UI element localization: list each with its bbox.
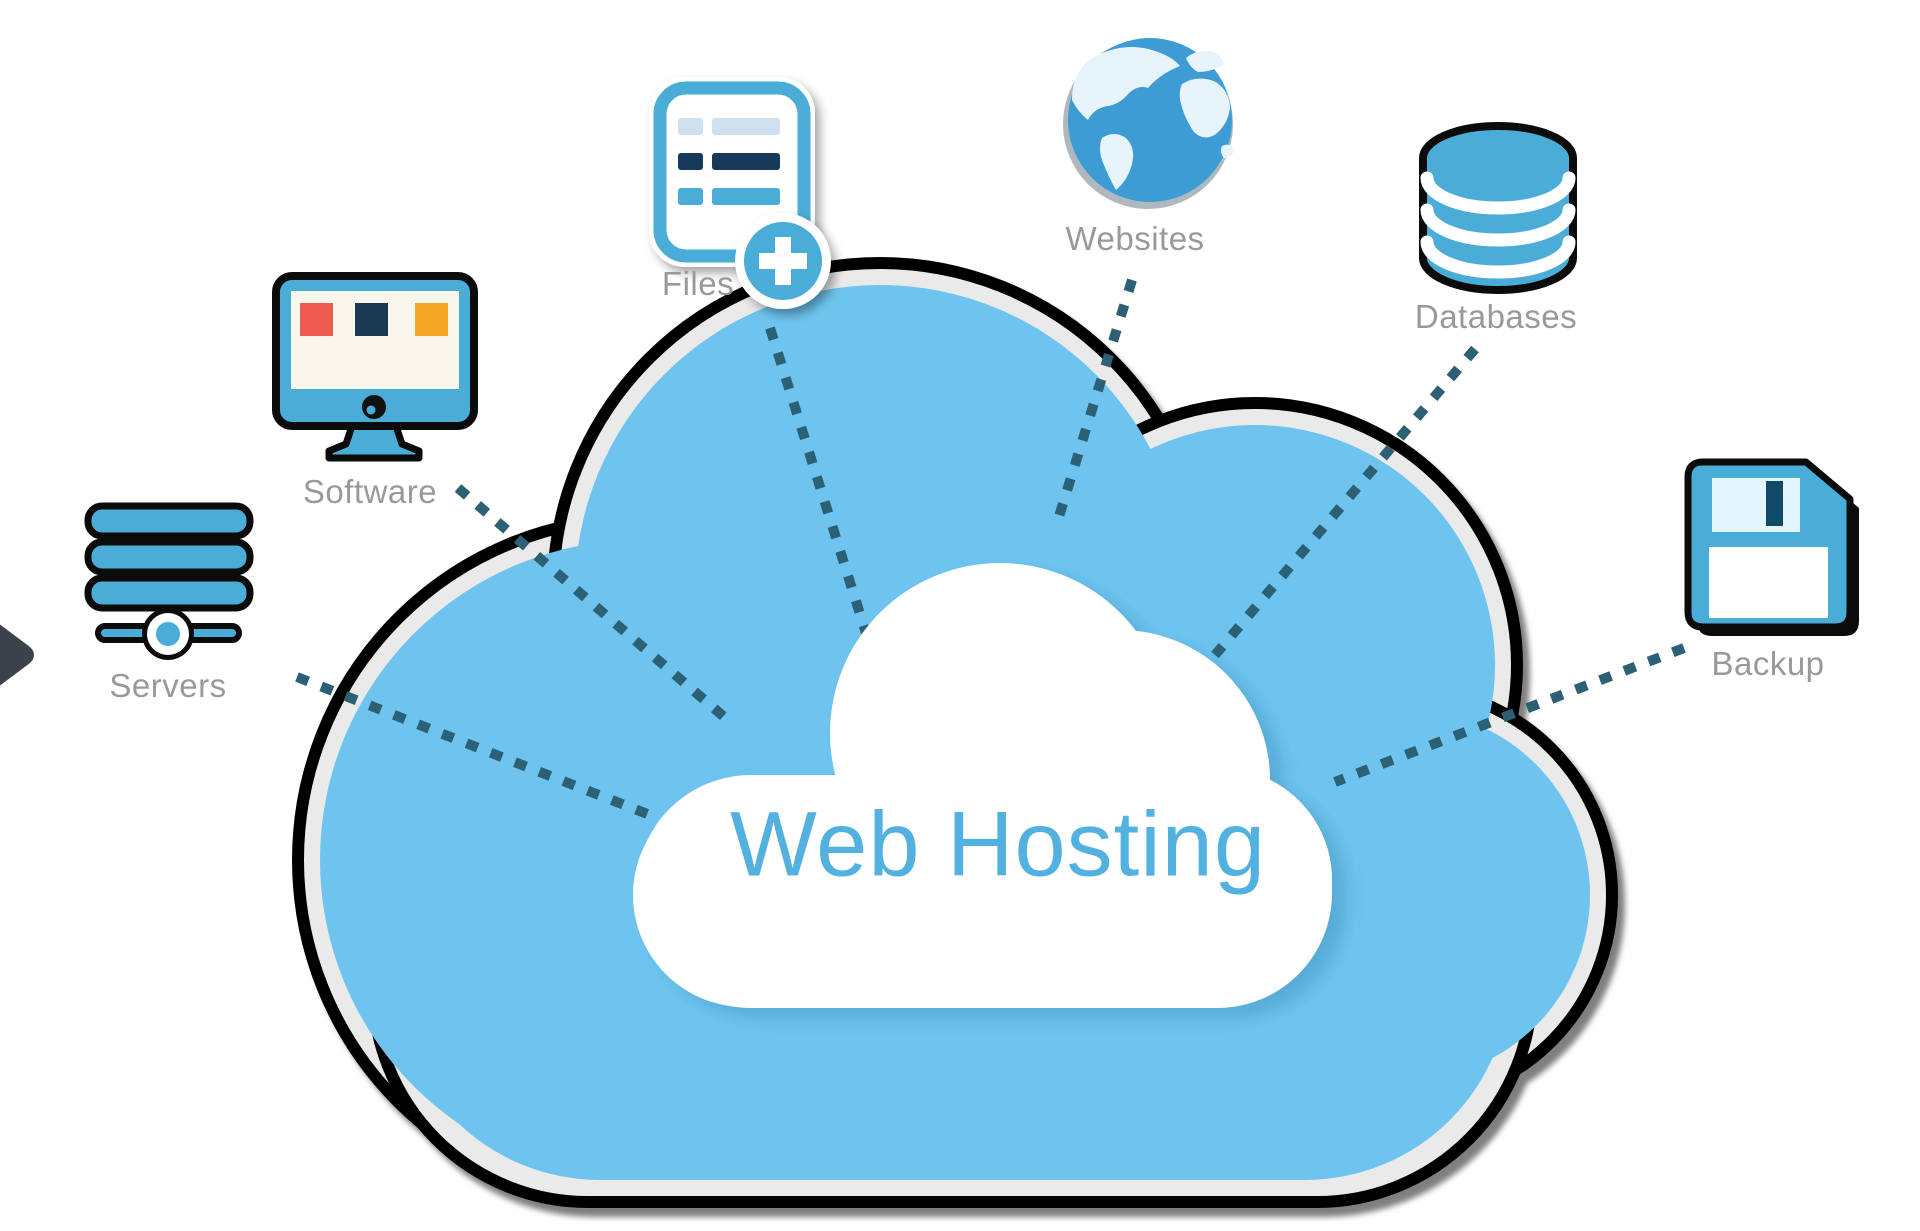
connector-backup [1333,643,1686,787]
connector-servers [295,672,652,820]
connector-files [765,326,871,635]
database-cylinder-icon [1419,122,1577,294]
connector-software [454,484,734,726]
inner-cloud [633,563,1332,1008]
server-stack-icon [84,502,254,660]
label-backup: Backup [1711,645,1825,682]
left-arrow-icon [0,624,34,686]
globe-icon [1063,38,1234,209]
floppy-disk-icon [1684,458,1859,636]
desktop-monitor-icon [272,272,478,462]
label-databases: Databases [1414,298,1578,335]
file-add-icon [649,77,831,309]
connector-lines [295,278,1686,820]
label-websites: Websites [1065,220,1205,257]
connector-websites [1052,278,1137,525]
label-servers: Servers [109,667,227,704]
plus-badge-icon [735,213,831,309]
center-title: Web Hosting [729,793,1267,896]
label-software: Software [302,473,438,510]
label-files: Files [661,265,735,302]
